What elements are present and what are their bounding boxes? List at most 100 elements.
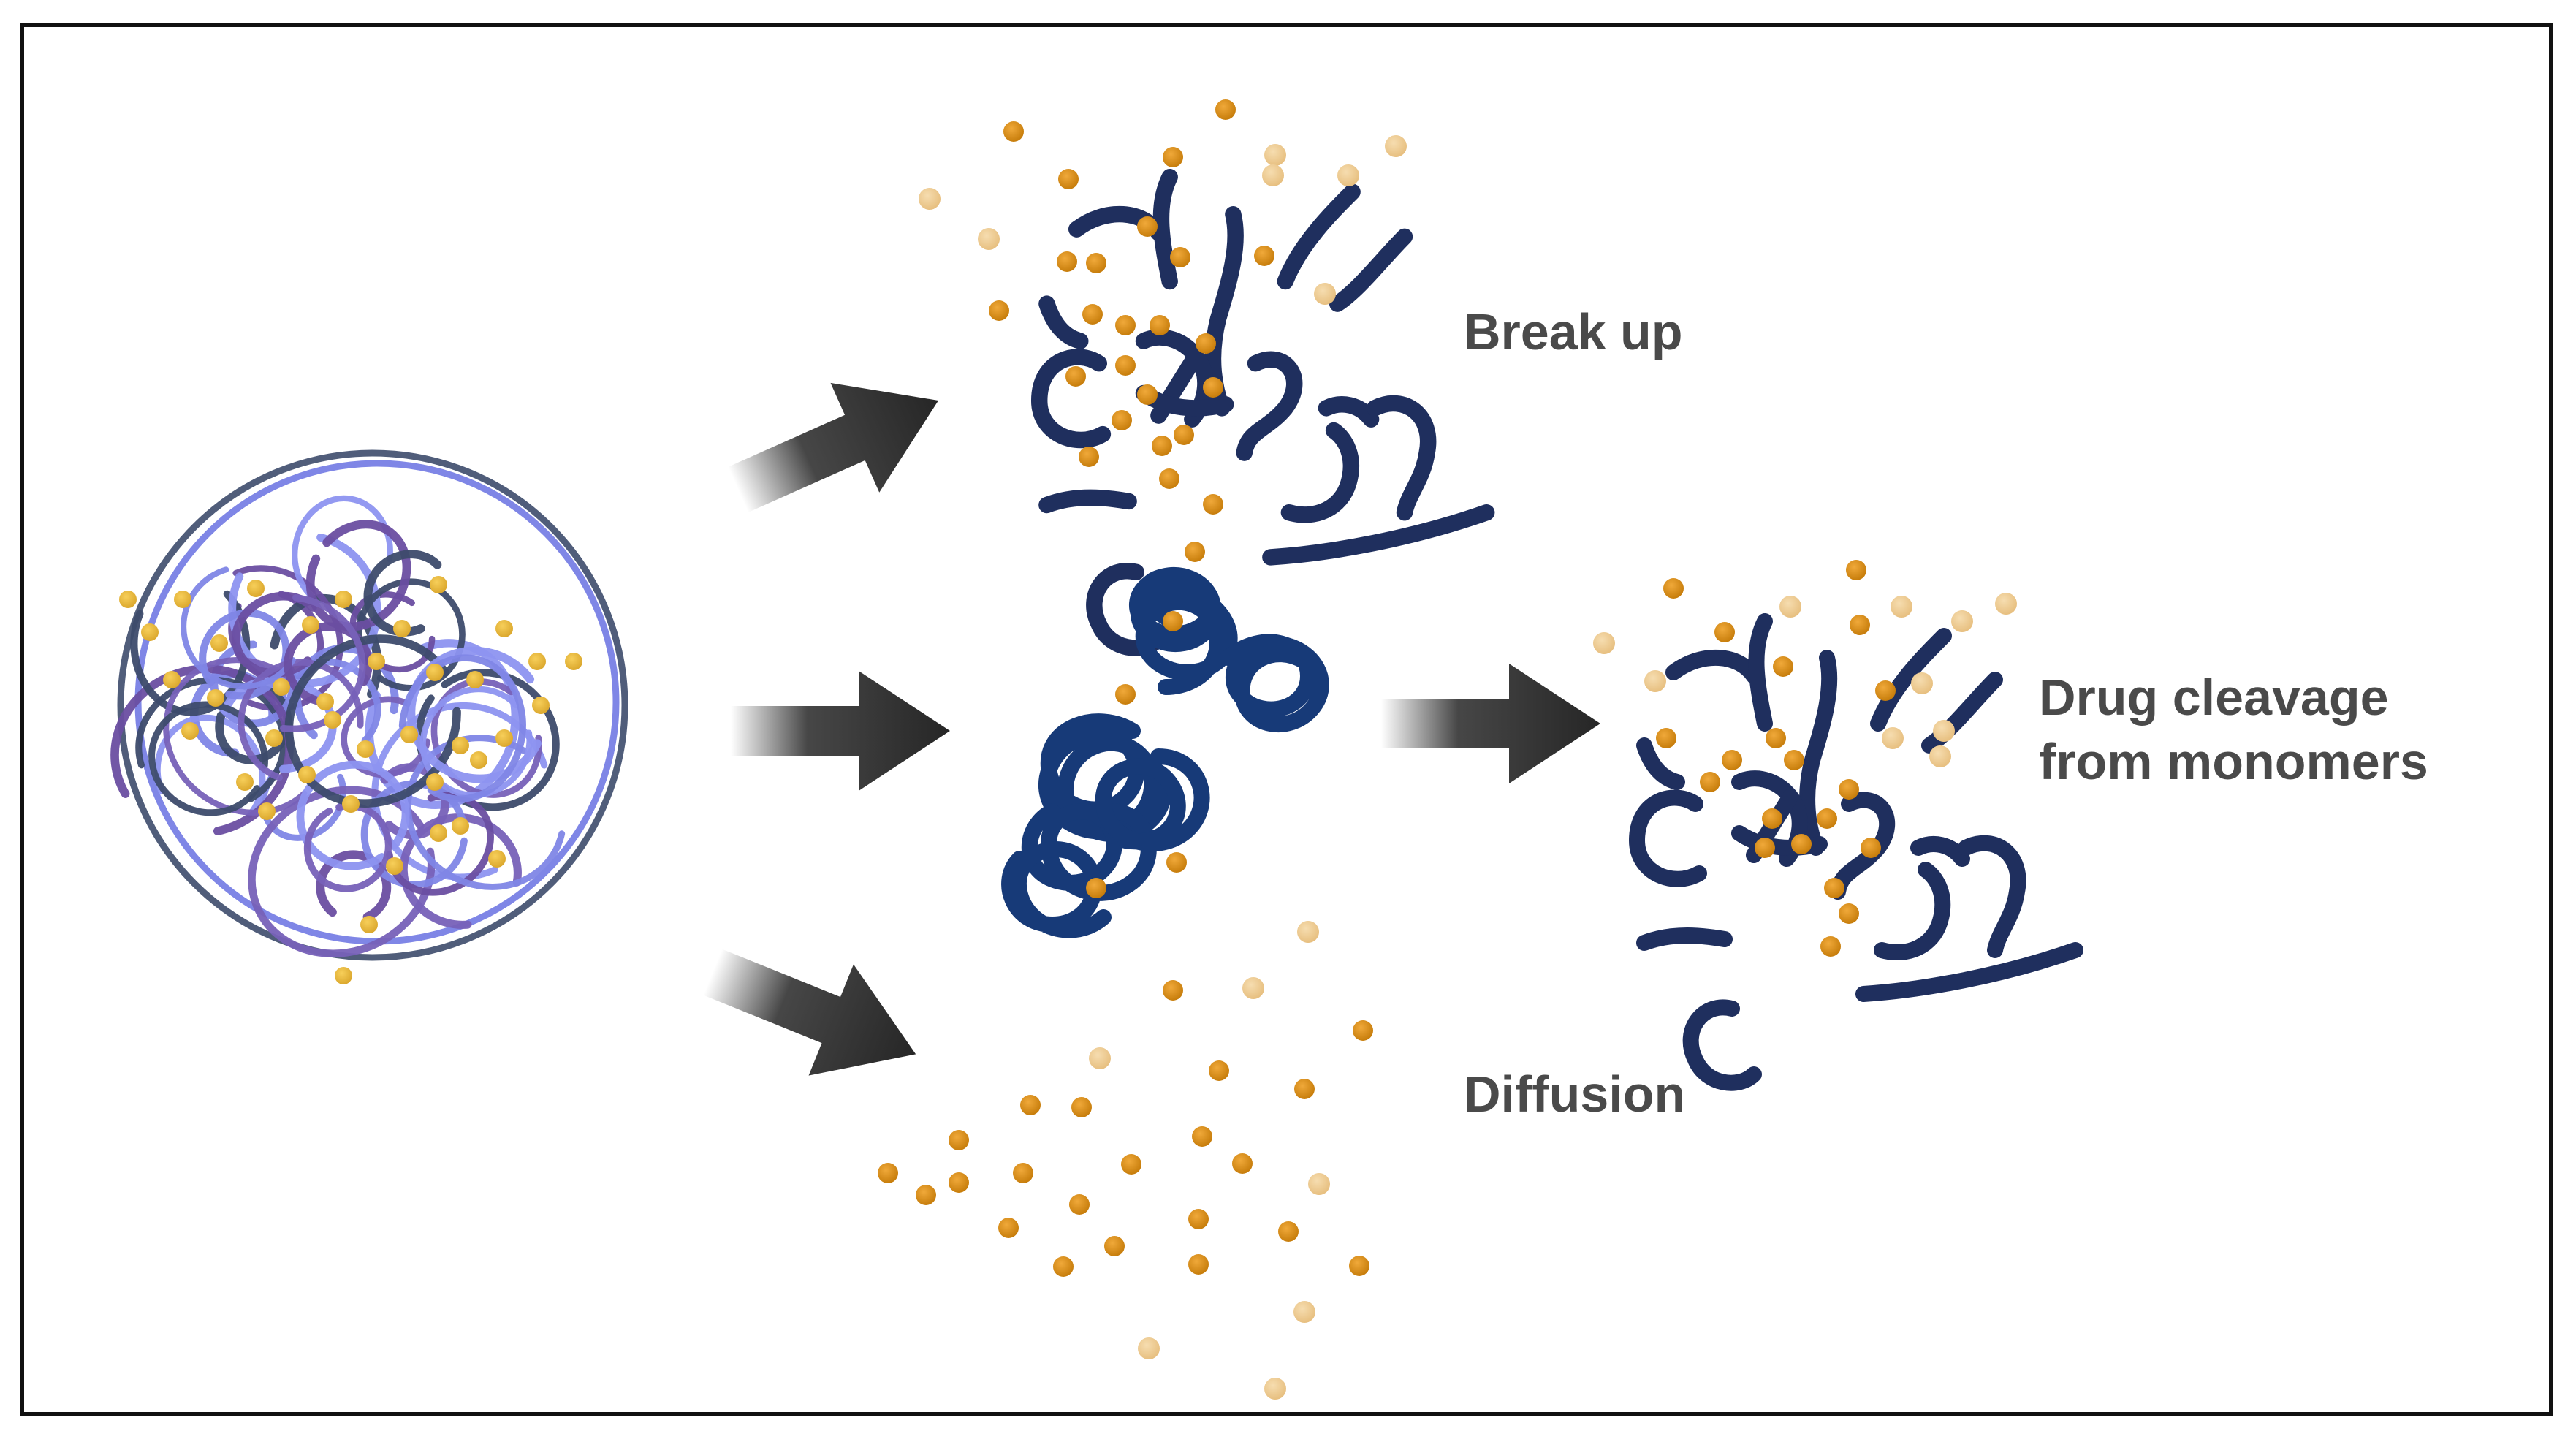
drug-molecule-icon (1911, 672, 1933, 694)
drug-molecule-icon (1929, 745, 1951, 767)
polymer-fragment-icon (1682, 999, 1762, 1091)
polymer-fragment-icon (1318, 396, 1380, 428)
drug-molecule-icon (1297, 921, 1319, 943)
polymer-loop (284, 634, 461, 808)
drug-molecule-icon (1349, 1256, 1369, 1276)
drug-molecule-icon (1766, 728, 1786, 748)
drug-molecule-icon (919, 188, 941, 210)
drug-molecule-icon (1644, 670, 1666, 692)
drug-molecule-icon (1089, 1047, 1111, 1069)
drug-molecule-icon (1112, 410, 1132, 430)
drug-molecule-icon (316, 693, 334, 710)
polymer-fragment-icon (1958, 835, 2026, 958)
drug-cleavage-label-line2: from monomers (2039, 733, 2428, 790)
drug-molecule-icon (1262, 164, 1284, 186)
drug-molecule-icon (1170, 247, 1190, 267)
polymer-loop (419, 686, 533, 798)
drug-molecule-icon (298, 766, 316, 783)
polymer-fragment-icon (1874, 862, 1951, 960)
polymer-loop (210, 640, 297, 728)
drug-molecule-icon (1784, 750, 1804, 770)
polymer-loop (360, 780, 468, 889)
drug-molecule-icon (1875, 680, 1896, 701)
drug-molecule-icon (1065, 366, 1086, 387)
coiled-polymer-icon (1001, 566, 1329, 938)
polymer-fragment-icon (1870, 628, 1952, 732)
drug-molecule-icon (565, 653, 582, 670)
drug-molecule-icon (1839, 903, 1859, 924)
polymer-fragment-icon (1152, 168, 1178, 290)
polymer-fragment-icon (1748, 613, 1773, 732)
drug-molecule-icon (1057, 251, 1077, 272)
drug-molecule-icon (1700, 772, 1720, 792)
drug-molecule-icon (335, 967, 352, 984)
drug-molecule-icon (452, 817, 469, 835)
drug-molecule-icon (1053, 1256, 1074, 1277)
drug-molecules (878, 99, 2017, 1400)
polymer-fragment-icon (1921, 672, 2003, 754)
drug-molecule-icon (1891, 596, 1912, 618)
drug-molecule-icon (1242, 977, 1264, 999)
drug-molecule-icon (949, 1172, 969, 1193)
drug-molecule-icon (141, 623, 159, 641)
drug-molecule-icon (495, 620, 513, 637)
polymer-fragment-icon (1277, 183, 1361, 290)
arrow-to-coil (731, 671, 950, 791)
polymer-nanoparticle-icon (110, 449, 628, 984)
drug-molecule-icon (1137, 216, 1158, 237)
drug-molecule-icon (1163, 147, 1183, 167)
drug-molecule-icon (1188, 1209, 1209, 1229)
drug-molecule-icon (1817, 808, 1837, 829)
drug-molecule-icon (1082, 304, 1103, 325)
drug-molecule-icon (1820, 936, 1841, 957)
drug-molecule-icon (1714, 622, 1735, 642)
polymer-fragment-icon (1910, 836, 1970, 867)
drug-molecule-icon (181, 722, 199, 740)
arrow-icon (728, 382, 939, 513)
polymer-loop (199, 609, 290, 700)
drug-molecule-icon (1850, 615, 1870, 635)
drug-molecule-icon (528, 653, 546, 670)
drug-molecule-icon (1722, 750, 1742, 770)
arrow-to-break-up (728, 382, 939, 513)
drug-molecule-icon (1663, 578, 1684, 599)
drug-molecule-icon (1203, 377, 1223, 398)
drug-molecule-icon (302, 616, 319, 634)
drug-molecule-icon (1104, 1236, 1125, 1256)
drug-molecule-icon (1137, 384, 1158, 405)
drug-molecule-icon (1882, 727, 1904, 749)
drug-molecule-icon (1215, 99, 1236, 120)
drug-molecule-icon (1846, 560, 1866, 580)
drug-molecule-icon (386, 857, 403, 875)
polymer-loop (303, 802, 392, 892)
drug-molecule-icon (1773, 656, 1793, 677)
drug-molecule-icon (1203, 494, 1223, 515)
drug-molecule-icon (1824, 878, 1844, 898)
drug-molecule-icon (236, 773, 254, 791)
drug-molecule-icon (1839, 779, 1859, 800)
drug-molecule-icon (532, 697, 550, 714)
drug-molecule-icon (1755, 838, 1775, 858)
polymer-loop (280, 594, 366, 732)
polymer-loop (398, 654, 526, 802)
polymer-fragment-icon (1799, 650, 1838, 856)
drug-molecule-icon (265, 729, 283, 747)
drug-molecule-icon (998, 1218, 1019, 1238)
drug-molecule-icon (466, 671, 484, 688)
drug-molecule-icon (1308, 1173, 1330, 1195)
drug-molecule-icon (1278, 1221, 1299, 1242)
polymer-loop (181, 566, 296, 690)
drug-molecule-icon (400, 726, 418, 743)
drug-molecule-icon (470, 751, 487, 769)
drug-molecule-icon (1163, 611, 1183, 631)
drug-molecule-icon (174, 591, 191, 608)
polymer-fragment-icon (1030, 349, 1112, 449)
polymer-fragment-icon (1628, 789, 1707, 887)
diffusion-label: Diffusion (1464, 1066, 1686, 1123)
drug-molecule-icon (210, 634, 228, 652)
polymer-fragment-icon (1236, 351, 1303, 461)
drug-molecule-icon (426, 773, 444, 791)
drug-molecule-icon (1762, 808, 1782, 829)
